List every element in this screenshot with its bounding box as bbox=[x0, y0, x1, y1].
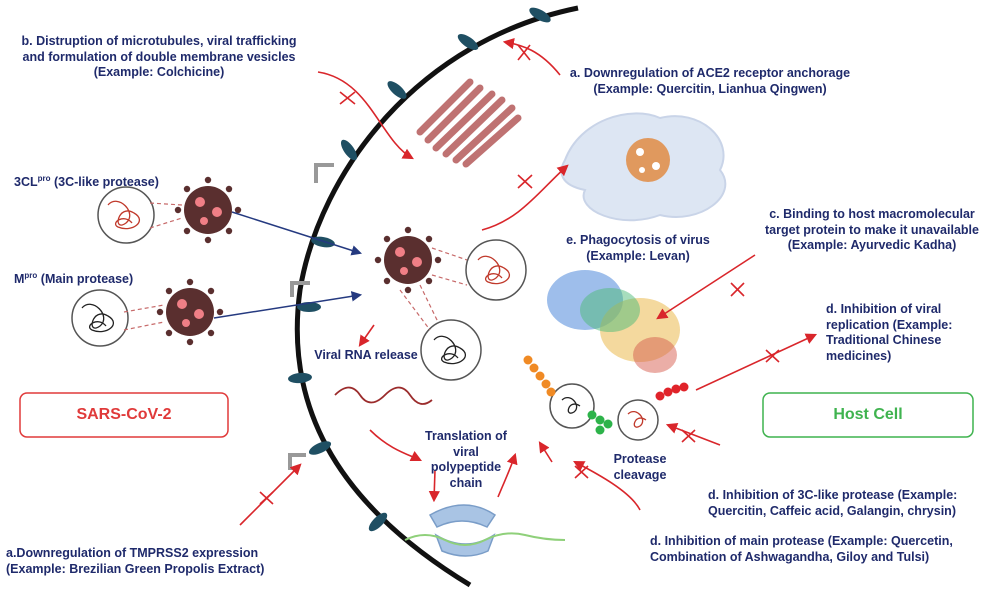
zoom-connectors bbox=[123, 202, 468, 331]
engulfed-virion bbox=[626, 138, 670, 182]
virion-inside-cell bbox=[374, 226, 442, 294]
label-rna-release: Viral RNA release bbox=[314, 348, 418, 362]
cell-membrane bbox=[294, 5, 579, 588]
protease-zoom-circles bbox=[71, 186, 659, 441]
label-e-phagocytosis: e. Phagocytosis of virus(Example: Levan) bbox=[566, 233, 710, 263]
label-a-tmprss2: a.Downregulation of TMPRSS2 expression(E… bbox=[6, 546, 265, 576]
virion-3clpro bbox=[174, 176, 242, 244]
label-d-3c: d. Inhibition of 3C-like protease (Examp… bbox=[708, 488, 958, 518]
label-mpro: Mpro (Main protease) bbox=[14, 271, 134, 287]
host-box-label: Host Cell bbox=[765, 395, 971, 435]
red-arrows bbox=[239, 38, 818, 526]
microtubules bbox=[416, 78, 522, 168]
mrna-strand bbox=[404, 532, 566, 546]
label-3clpro: 3CLpro (3C-like protease) bbox=[14, 174, 159, 190]
protein-structure bbox=[547, 270, 680, 373]
ribosome bbox=[428, 504, 497, 557]
protease-scribbles bbox=[81, 200, 647, 428]
label-b-microtubules: b. Distruption of microtubules, viral tr… bbox=[21, 34, 297, 79]
label-d-main: d. Inhibition of main protease (Example:… bbox=[650, 534, 953, 564]
blue-arrows bbox=[213, 211, 363, 319]
inhibition-marks bbox=[259, 44, 780, 505]
virion-mpro bbox=[156, 278, 224, 346]
virus-box-label: SARS-CoV-2 bbox=[22, 395, 226, 435]
viral-rna bbox=[334, 386, 433, 405]
label-a-ace2: a. Downregulation of ACE2 receptor ancho… bbox=[569, 66, 851, 96]
polyprotein-chain bbox=[523, 355, 689, 435]
